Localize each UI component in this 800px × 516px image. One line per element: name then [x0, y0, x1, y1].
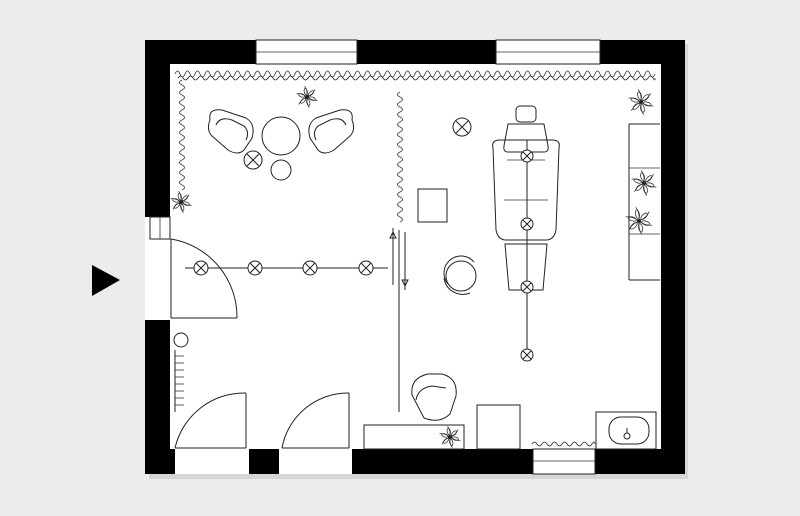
- plants: [170, 86, 657, 448]
- counter: [363, 424, 465, 450]
- cabinet-low: [476, 404, 521, 450]
- stool: [270, 159, 292, 181]
- door-bottom-left: [174, 392, 247, 449]
- armchair-right: [308, 109, 355, 154]
- sink: [595, 411, 657, 450]
- entrance-door: [170, 238, 238, 319]
- plant-icon: [628, 89, 654, 115]
- curtain-partition: [397, 91, 403, 223]
- plant-icon: [631, 170, 657, 196]
- opening-bottom-1: [175, 449, 249, 474]
- treatment-chair: [492, 105, 560, 352]
- cabinet: [417, 188, 448, 223]
- plant-icon: [439, 426, 461, 448]
- wall-counter: [628, 123, 660, 281]
- curtain-bottom: [531, 441, 596, 447]
- plant-icon: [296, 86, 318, 108]
- ceiling-lamp: [243, 150, 263, 170]
- armchair-left: [207, 109, 254, 154]
- radiator-valve: [173, 332, 189, 348]
- curtain-top: [174, 70, 656, 78]
- door-bottom-right: [281, 392, 350, 449]
- plant-icon: [170, 191, 192, 213]
- partition-wall: [389, 228, 409, 412]
- outer-walls: [145, 39, 685, 475]
- plant-icon: [625, 207, 653, 235]
- waiting-room: [185, 109, 388, 276]
- window-bottom: [532, 448, 596, 475]
- ceiling-lamp-2: [452, 117, 472, 137]
- stool-rotating: [443, 255, 477, 295]
- radiator: [173, 332, 189, 412]
- curtain-left: [179, 79, 185, 191]
- track-lights: [185, 260, 388, 276]
- treatment-room: [363, 105, 660, 450]
- operator-chair: [411, 373, 457, 421]
- entrance-arrow-icon: [92, 265, 120, 296]
- opening-bottom-2: [279, 449, 352, 474]
- curtains: [174, 70, 656, 447]
- side-table: [261, 116, 301, 156]
- curtain-top-inner: [177, 75, 656, 81]
- floor-area: [170, 64, 661, 449]
